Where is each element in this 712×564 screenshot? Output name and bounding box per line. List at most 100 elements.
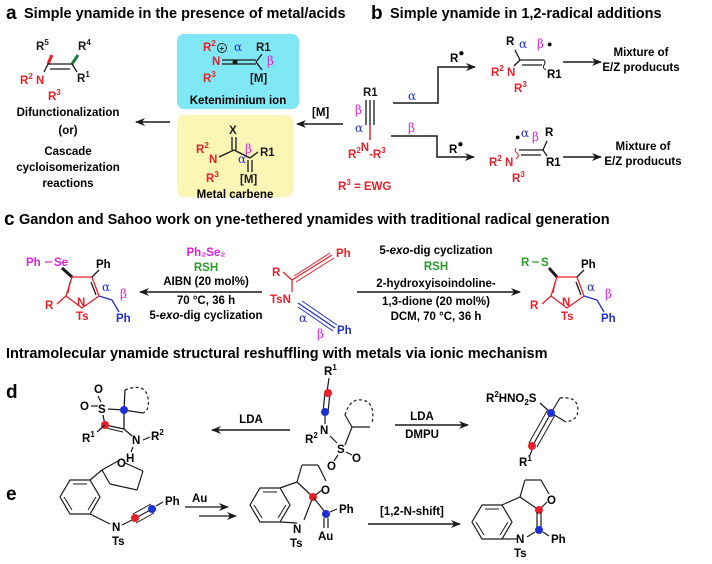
sultam-product: O O S R1 N R2 H xyxy=(80,384,164,465)
svg-text:N: N xyxy=(209,154,217,166)
svg-text:Ts: Ts xyxy=(76,311,89,323)
panel-a-title: Simple ynamide in the presence of metal/… xyxy=(24,6,346,22)
metal-reagent-label: [M] xyxy=(312,107,329,119)
right-cond-line-1: 5-exo-dig cyclization xyxy=(379,245,492,257)
svg-text:S: S xyxy=(541,257,549,269)
n-shift-label: [1,2-N-shift] xyxy=(380,506,444,518)
outcome-line-1: Difunctionalization xyxy=(17,107,120,119)
svg-text:X: X xyxy=(229,125,237,137)
reagent-rsh-right: RSH xyxy=(424,261,448,273)
lda-left-label: LDA xyxy=(239,414,263,426)
dmpu-label: DMPU xyxy=(405,429,439,441)
panel-e: e O N Ts Ph Au xyxy=(6,458,566,560)
svg-text:R1: R1 xyxy=(256,42,271,54)
keteniminium-box xyxy=(177,34,299,109)
svg-text:Ts: Ts xyxy=(290,538,303,550)
svg-text:Ph: Ph xyxy=(339,504,354,516)
svg-text:R2: R2 xyxy=(151,428,164,443)
svg-text:α: α xyxy=(519,37,527,51)
svg-text:R: R xyxy=(272,267,281,279)
panel-c-label: c xyxy=(4,209,15,230)
keteniminium-caption: Keteniminium ion xyxy=(190,95,286,107)
svg-text:β: β xyxy=(317,327,324,341)
mixture-2-line-2: E/Z producuts xyxy=(604,156,681,168)
svg-text:α: α xyxy=(355,121,363,135)
right-cond-line-4: 1,3-dione (20 mol%) xyxy=(382,296,490,308)
svg-text:R3: R3 xyxy=(48,88,61,103)
left-cond-line-3: AIBN (20 mol%) xyxy=(163,276,249,288)
panel-d: d O O S R1 N R2 H xyxy=(6,363,579,473)
product-sulfonamide-group: R2HNO2S xyxy=(486,390,537,407)
alkynyl-sulfonamide-product: R2HNO2S R1 xyxy=(486,390,579,469)
left-cond-line-5: 5-exo-dig cyclization xyxy=(149,310,262,322)
svg-text:α: α xyxy=(102,280,110,294)
svg-text:Ph: Ph xyxy=(551,534,566,546)
radical-alpha: R● xyxy=(450,48,464,65)
svg-text:O: O xyxy=(327,461,336,473)
svg-text:Ph: Ph xyxy=(26,257,41,269)
svg-text:Ts: Ts xyxy=(514,548,527,560)
panel-c: c Gandon and Sahoo work on yne-tethered … xyxy=(4,209,616,341)
oxetane-ynamide-substrate: O N Ts Ph xyxy=(59,458,180,548)
svg-text:Se: Se xyxy=(54,257,68,269)
mixture-2-line-1: Mixture of xyxy=(616,141,671,153)
selenyl-pyrrole-product: Ph Se Ph R N Ts α β Ph xyxy=(26,257,131,325)
yne-tethered-ynamide: R Ph TsN α β Ph xyxy=(270,248,352,341)
svg-text:O: O xyxy=(117,458,126,470)
svg-text:β: β xyxy=(532,130,539,144)
svg-text:Au: Au xyxy=(318,531,333,543)
left-conditions: Ph₂Se₂ RSH AIBN (20 mol%) 70 °C, 36 h 5-… xyxy=(139,247,263,322)
panel-a-label: a xyxy=(6,3,17,24)
svg-text:O: O xyxy=(94,384,103,396)
svg-text:Ph: Ph xyxy=(337,325,352,337)
reagent-rsh-left: RSH xyxy=(194,262,218,274)
svg-text:R: R xyxy=(45,300,54,312)
svg-text:O: O xyxy=(547,495,556,507)
svg-text:R: R xyxy=(530,300,539,312)
svg-text:R1: R1 xyxy=(363,87,378,99)
svg-text:TsN: TsN xyxy=(270,294,291,306)
svg-text:[M]: [M] xyxy=(240,174,257,186)
svg-text:S: S xyxy=(337,444,345,456)
svg-text:Ts: Ts xyxy=(561,311,574,323)
svg-text:N: N xyxy=(320,425,328,437)
beta-path-label: β xyxy=(408,121,415,135)
svg-text:H: H xyxy=(126,453,134,465)
svg-text:N: N xyxy=(212,56,220,68)
svg-text:O: O xyxy=(80,401,89,413)
svg-text:β: β xyxy=(537,37,544,51)
svg-text:α: α xyxy=(299,311,307,325)
svg-text:O: O xyxy=(321,485,330,497)
outcome-line-2: (or) xyxy=(58,125,77,137)
svg-text:β: β xyxy=(605,287,612,301)
outcome-line-4: cycloisomerization xyxy=(16,162,120,174)
beta-adduct: ● α β R R1 R2 N R3 xyxy=(489,126,561,185)
svg-text:R5: R5 xyxy=(36,38,49,53)
svg-text:R2: R2 xyxy=(305,431,318,446)
panel-c-title: Gandon and Sahoo work on yne-tethered yn… xyxy=(19,212,610,228)
svg-text:Ts: Ts xyxy=(112,536,125,548)
gold-carbene-intermediate: O N Ts Ph Au xyxy=(249,464,354,550)
svg-text:R3: R3 xyxy=(514,80,527,95)
svg-text:[M]: [M] xyxy=(250,73,267,85)
svg-text:S: S xyxy=(98,404,106,416)
radical-beta: R● xyxy=(449,139,463,156)
ionic-section-title: Intramolecular ynamide structural reshuf… xyxy=(6,346,547,362)
alpha-path-arrow xyxy=(393,63,476,104)
svg-text:β: β xyxy=(267,54,274,68)
svg-text:O: O xyxy=(352,453,361,465)
svg-text:β: β xyxy=(355,103,362,117)
sulfonyl-ynamide-substrate: R1 N R2 S O O xyxy=(305,363,374,473)
svg-text:Ph: Ph xyxy=(165,496,180,508)
svg-text:α: α xyxy=(234,40,242,54)
svg-text:N: N xyxy=(132,435,140,447)
right-cond-line-5: DCM, 70 °C, 36 h xyxy=(391,311,482,323)
svg-text:N: N xyxy=(293,524,301,536)
svg-text:Ph: Ph xyxy=(116,313,131,325)
mixture-1-line-1: Mixture of xyxy=(614,47,669,59)
svg-text:R1: R1 xyxy=(547,69,562,81)
svg-text:R2 N: R2 N xyxy=(491,64,515,79)
svg-text:Ph: Ph xyxy=(96,259,111,271)
left-cond-line-4: 70 °C, 36 h xyxy=(177,295,235,307)
r3-ewg-note: R3 = EWG xyxy=(338,178,391,193)
